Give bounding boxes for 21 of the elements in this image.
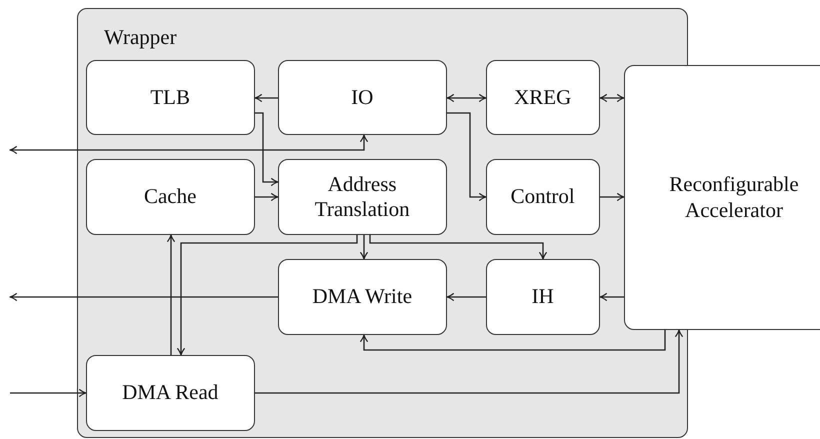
block-label: Control: [510, 184, 575, 210]
module-box: [86, 158, 255, 235]
module-box: [86, 354, 255, 431]
module-box: [278, 258, 447, 335]
module-box: [486, 60, 600, 135]
block-title: Wrapper: [104, 25, 177, 50]
module-box: [278, 60, 447, 135]
block-label: DMA Write: [312, 284, 412, 310]
module-box: [486, 258, 600, 335]
block-label: Address Translation: [314, 172, 411, 222]
block-label: XREG: [514, 84, 572, 110]
block-label: Cache: [144, 184, 196, 210]
block-label: IO: [351, 84, 374, 110]
module-box: [278, 158, 447, 235]
module-box: [486, 158, 600, 235]
block-label: TLB: [150, 84, 190, 110]
module-box: [86, 60, 255, 135]
block-label: DMA Read: [122, 380, 218, 406]
block-label: IH: [532, 284, 554, 310]
accelerator-block: [624, 65, 820, 330]
block-label: Reconfigurable Accelerator: [668, 172, 800, 223]
